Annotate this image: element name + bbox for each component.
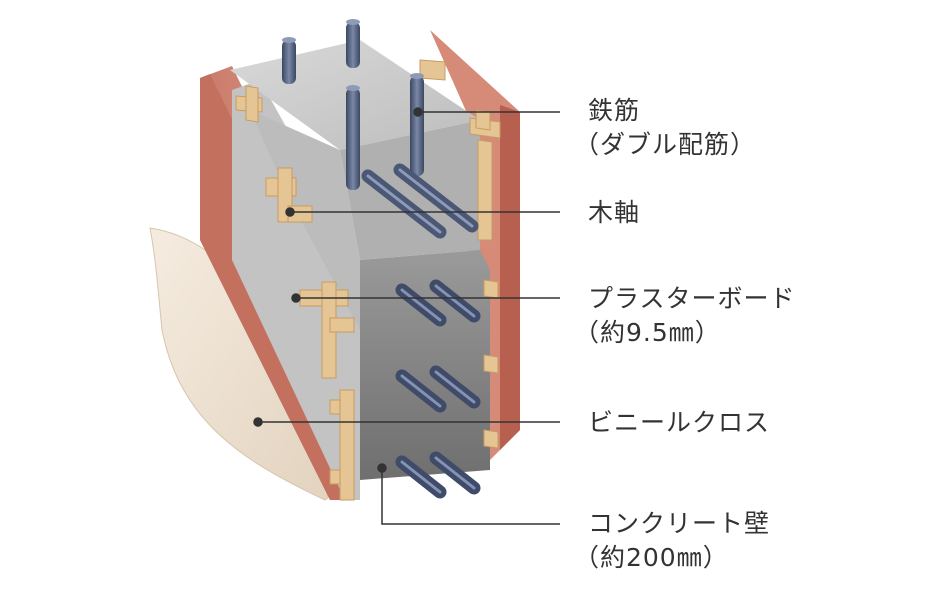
rebar-vertical — [410, 76, 424, 176]
label-wood-frame: 木軸 — [588, 196, 640, 230]
leader-line-concrete-wall — [381, 468, 560, 525]
label-concrete-wall-name: コンクリート壁 — [588, 509, 771, 538]
label-plasterboard: プラスターボード （約9.5㎜） — [574, 282, 796, 350]
right-wall-edge — [500, 105, 520, 450]
label-concrete-wall: コンクリート壁 （約200㎜） — [574, 507, 771, 575]
label-rebar: 鉄筋 （ダブル配筋） — [574, 94, 756, 162]
label-plasterboard-note: （約9.5㎜） — [574, 318, 721, 347]
rebar-vertical — [346, 22, 360, 68]
label-vinyl-cloth-name: ビニールクロス — [588, 408, 771, 437]
label-rebar-name: 鉄筋 — [588, 96, 641, 125]
concrete-front-face — [360, 250, 490, 480]
leader-lines — [253, 107, 560, 525]
label-vinyl-cloth: ビニールクロス — [588, 406, 770, 440]
label-concrete-wall-note: （約200㎜） — [574, 543, 729, 572]
label-rebar-note: （ダブル配筋） — [574, 130, 757, 159]
label-wood-frame-name: 木軸 — [588, 198, 641, 227]
plasterboard-left — [232, 80, 360, 500]
rebar-group — [282, 19, 481, 499]
concrete-diagonal-face — [340, 120, 480, 260]
wood-frame-right — [419, 59, 501, 449]
rebar-vertical — [282, 40, 296, 84]
rebar-vertical — [346, 88, 360, 190]
wood-frame-left — [235, 85, 355, 501]
label-plasterboard-name: プラスターボード — [588, 284, 796, 313]
